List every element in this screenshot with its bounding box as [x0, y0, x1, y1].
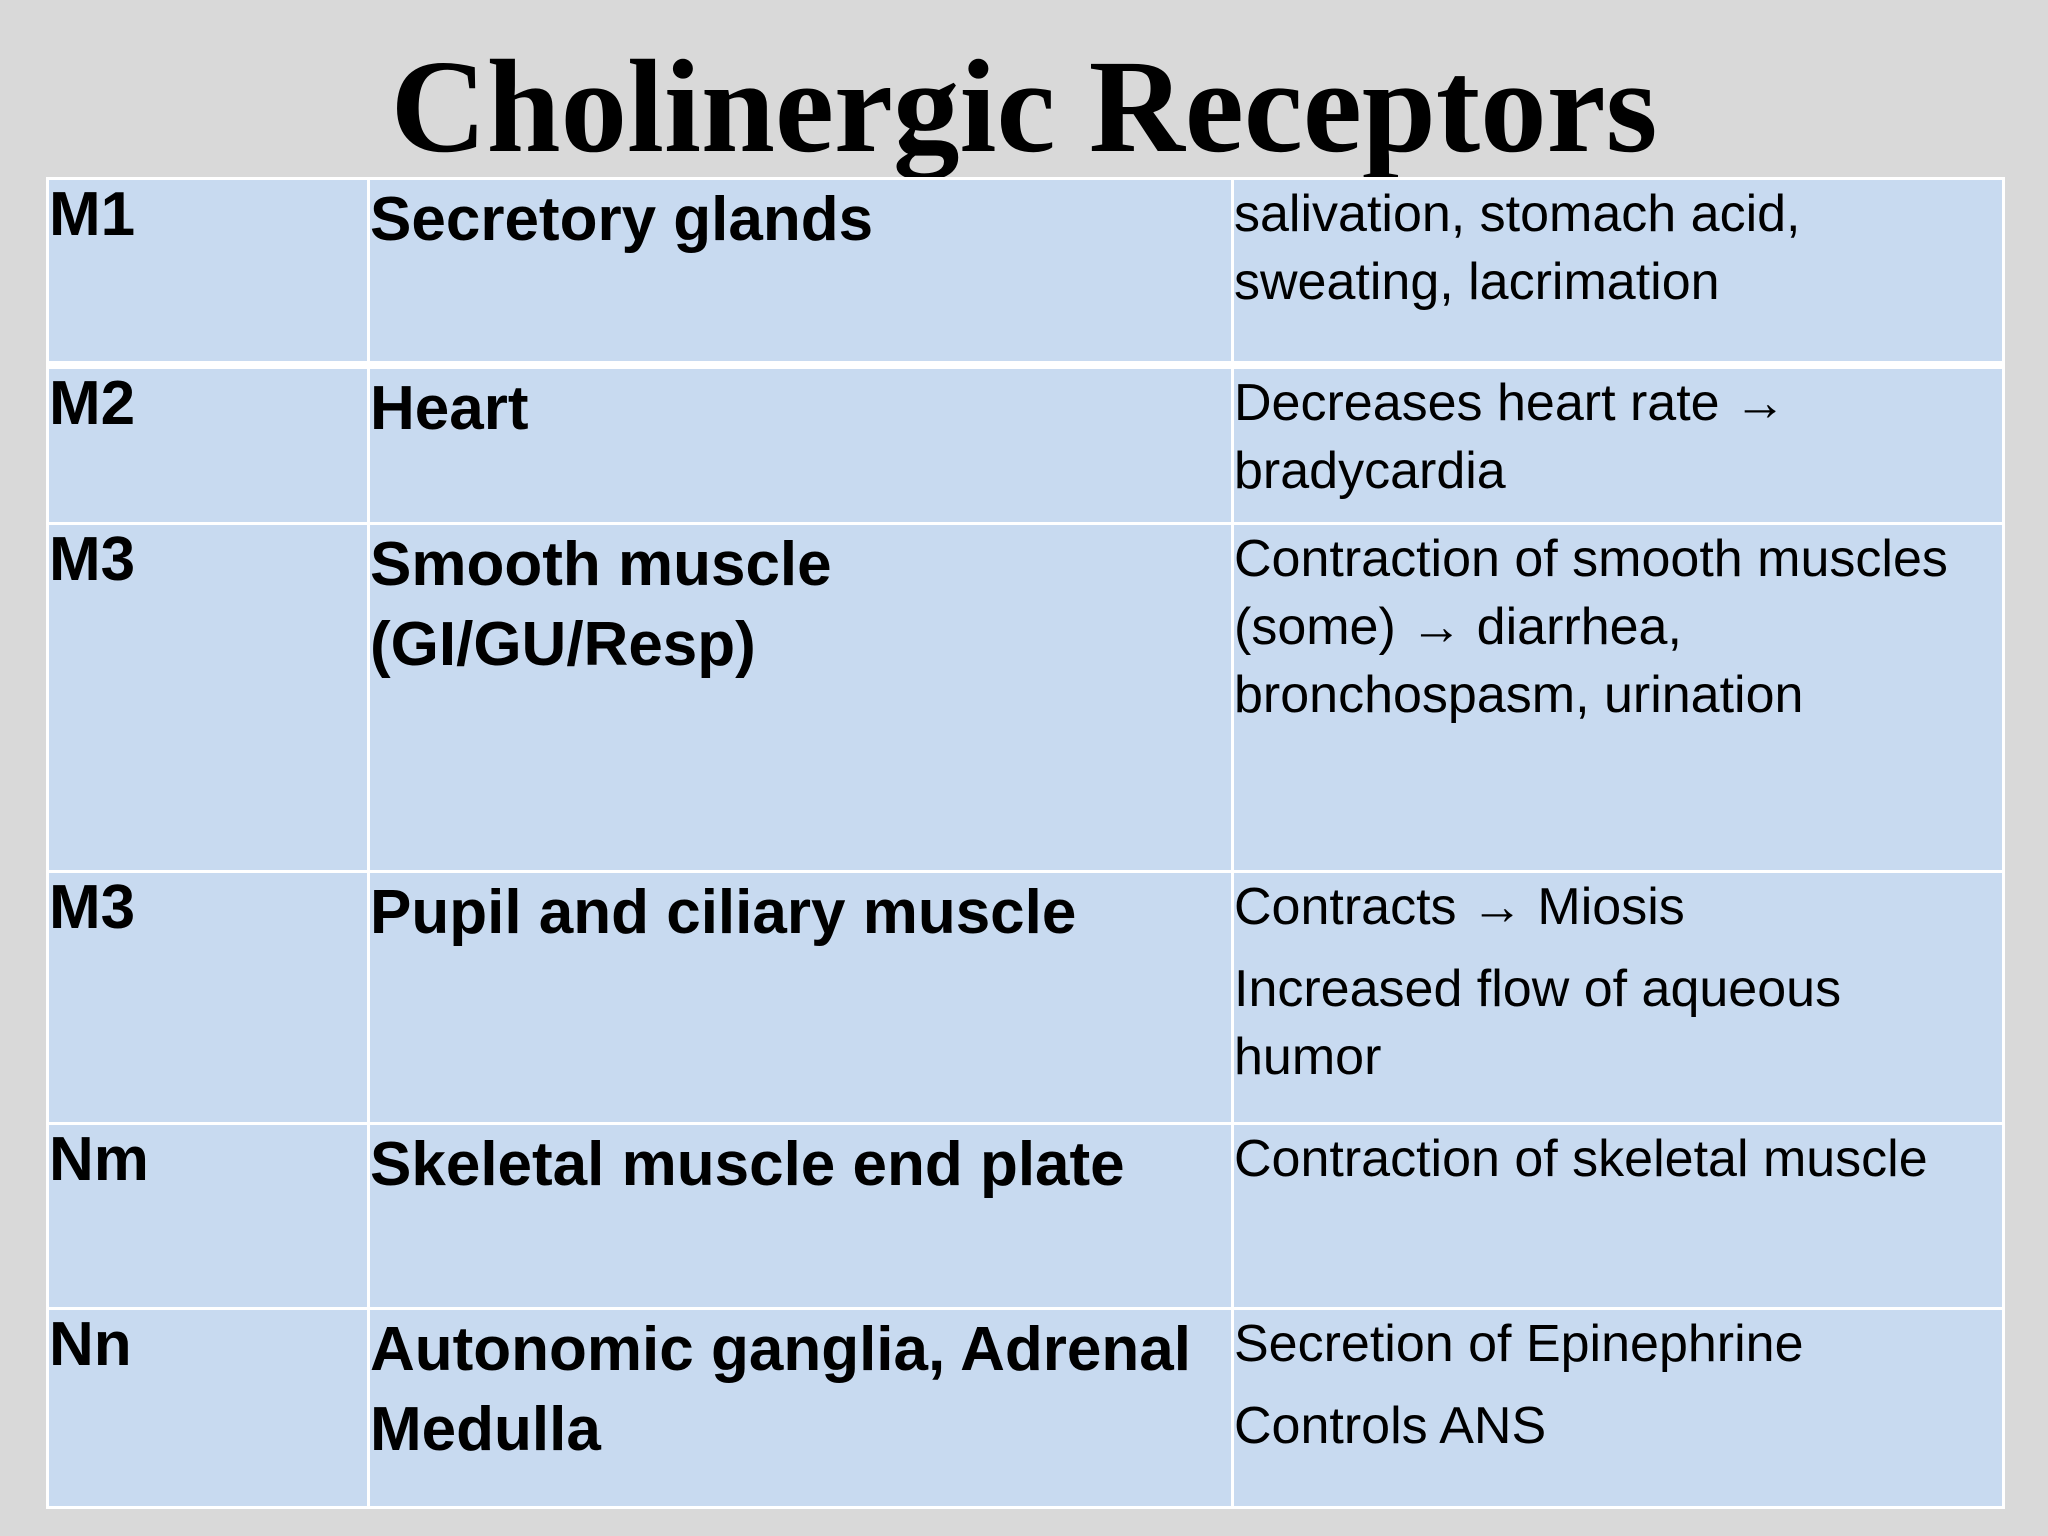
receptor-cell: M1: [46, 177, 370, 369]
table-row: Nm Skeletal muscle end plate Contraction…: [46, 1122, 2005, 1310]
receptor-cell: Nm: [46, 1122, 370, 1310]
site-cell: Smooth muscle (GI/GU/Resp): [367, 522, 1234, 873]
site-cell: Skeletal muscle end plate: [367, 1122, 1234, 1310]
site-cell: Pupil and ciliary muscle: [367, 870, 1234, 1125]
receptor-cell: Nn: [46, 1307, 370, 1509]
effect-line: Contraction of smooth muscles (some) → d…: [1234, 530, 1948, 724]
effect-cell: Secretion of Epinephrine Controls ANS: [1231, 1307, 2005, 1509]
table-row: M2 Heart Decreases heart rate → bradycar…: [46, 363, 2005, 525]
table-row: M1 Secretory glands salivation, stomach …: [46, 177, 2005, 369]
effect-line: salivation, stomach acid, sweating, lacr…: [1234, 185, 1801, 311]
page-title: Cholinergic Receptors: [390, 32, 1658, 180]
effect-line: Controls ANS: [1234, 1397, 1547, 1455]
receptor-cell: M3: [46, 870, 370, 1125]
effect-line: Contracts → Miosis: [1234, 878, 1685, 936]
effect-cell: Decreases heart rate → bradycardia: [1231, 363, 2005, 525]
site-cell: Secretory glands: [367, 177, 1234, 369]
effect-line: Secretion of Epinephrine: [1234, 1315, 1804, 1373]
effect-line: Increased flow of aqueous humor: [1234, 960, 1842, 1086]
table-row: M3 Pupil and ciliary muscle Contracts → …: [46, 870, 2005, 1125]
effect-cell: Contraction of smooth muscles (some) → d…: [1231, 522, 2005, 873]
table-row: M3 Smooth muscle (GI/GU/Resp) Contractio…: [46, 522, 2005, 873]
effect-line: Contraction of skeletal muscle: [1234, 1130, 1928, 1188]
effect-line: Decreases heart rate → bradycardia: [1234, 374, 1787, 500]
receptor-cell: M3: [46, 522, 370, 873]
receptor-cell: M2: [46, 363, 370, 525]
effect-cell: Contracts → Miosis Increased flow of aqu…: [1231, 870, 2005, 1125]
site-cell: Autonomic ganglia, Adrenal Medulla: [367, 1307, 1234, 1509]
receptor-table: M1 Secretory glands salivation, stomach …: [46, 177, 2005, 1509]
effect-cell: salivation, stomach acid, sweating, lacr…: [1231, 177, 2005, 369]
effect-cell: Contraction of skeletal muscle: [1231, 1122, 2005, 1310]
table-row: Nn Autonomic ganglia, Adrenal Medulla Se…: [46, 1307, 2005, 1509]
site-cell: Heart: [367, 363, 1234, 525]
